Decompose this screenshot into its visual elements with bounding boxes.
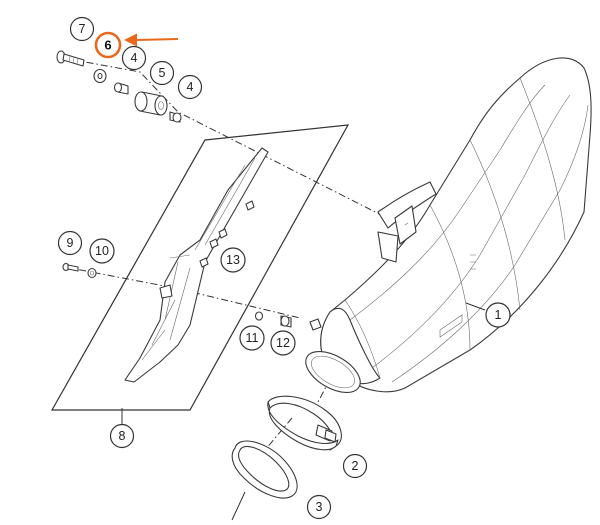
callout-2: 2 [342, 453, 368, 479]
sleeve-part-4-lower [169, 111, 182, 123]
callout-1: 1 [485, 302, 511, 328]
callout-3: 3 [306, 494, 332, 520]
callout-5-label: 5 [159, 66, 166, 80]
callout-6: 6 [94, 31, 122, 59]
callout-10-label: 10 [95, 244, 109, 258]
callout-8: 8 [109, 423, 135, 449]
rubber-damper-part-5 [134, 91, 168, 116]
washer-part-10 [87, 267, 97, 279]
arrow-left-icon [124, 33, 179, 47]
callout-4-lower: 4 [177, 74, 203, 100]
callout-12-label: 12 [276, 336, 290, 350]
callout-1-label: 1 [495, 308, 502, 322]
callout-5: 5 [149, 60, 175, 86]
callout-2-label: 2 [352, 459, 359, 473]
callout-7-label: 7 [79, 22, 86, 36]
silencer-part-1 [305, 57, 592, 393]
clips-part-13 [199, 200, 255, 268]
bracket-part-8 [124, 147, 269, 383]
sleeve-part-4-upper [113, 82, 129, 95]
callout-10: 10 [89, 238, 115, 264]
bushing-part-12 [280, 315, 292, 328]
callout-8-label: 8 [119, 429, 126, 443]
gasket-part-3 [231, 440, 298, 499]
callout-6-label: 6 [104, 38, 111, 53]
leader-lines [121, 302, 486, 521]
nut-part-11 [254, 311, 264, 321]
callout-4-upper-label: 4 [131, 51, 138, 65]
clamp-part-2 [267, 395, 342, 451]
bolt-part-7 [56, 50, 85, 67]
callout-4-lower-label: 4 [187, 80, 194, 94]
callout-13: 13 [220, 247, 246, 273]
callout-13-label: 13 [226, 253, 240, 267]
callout-12: 12 [270, 330, 296, 356]
screw-part-9 [62, 262, 79, 272]
callout-7: 7 [69, 16, 95, 42]
callout-3-label: 3 [316, 500, 323, 514]
callout-11-label: 11 [246, 331, 259, 345]
callout-4-upper: 4 [121, 45, 147, 71]
washer-part-6 [93, 68, 107, 84]
callout-9: 9 [57, 230, 83, 256]
callout-11: 11 [239, 325, 265, 351]
callout-9-label: 9 [67, 236, 74, 250]
bracket-assembly-frame [50, 124, 350, 411]
